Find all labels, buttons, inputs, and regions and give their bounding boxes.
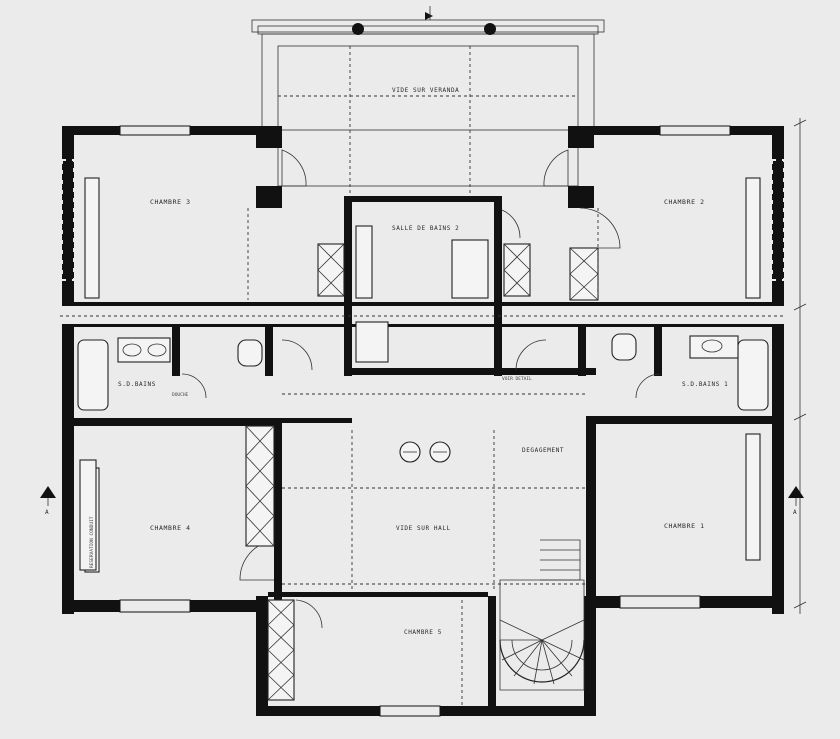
section-a-left-label: A <box>45 509 49 516</box>
spiral-stair <box>499 539 585 691</box>
section-a-right-label: A <box>793 509 797 516</box>
room-label-chambre-5: CHAMBRE 5 <box>404 629 442 636</box>
room-label-chambre-4: CHAMBRE 4 <box>150 524 191 532</box>
label-reservation-conduit: RESERVATION CONDUIT <box>89 516 95 568</box>
room-label-sdb-left: S.D.BAINS <box>118 381 156 388</box>
label-douche: DOUCHE <box>172 392 189 398</box>
room-label-veranda-void: VIDE SUR VERANDA <box>392 87 459 94</box>
section-marker-right: A <box>788 486 804 516</box>
room-label-degagement: DEGAGEMENT <box>522 447 564 454</box>
room-label-chambre-3: CHAMBRE 3 <box>150 198 191 206</box>
room-label-chambre-1: CHAMBRE 1 <box>664 522 705 530</box>
section-marker-left: A <box>40 486 56 516</box>
fixtures <box>77 225 769 701</box>
veranda-void <box>251 6 605 196</box>
room-label-chambre-2: CHAMBRE 2 <box>664 198 705 206</box>
label-voir-detail: VOIR DETAIL <box>502 376 532 382</box>
dimension-line <box>793 118 807 614</box>
room-label-salle-de-bains-2: SALLE DE BAINS 2 <box>392 225 459 232</box>
room-label-vide-sur-hall: VIDE SUR HALL <box>396 525 451 532</box>
room-label-sdb-right: S.D.BAINS 1 <box>682 381 728 388</box>
doors <box>181 149 661 629</box>
structure-lines <box>60 208 786 706</box>
